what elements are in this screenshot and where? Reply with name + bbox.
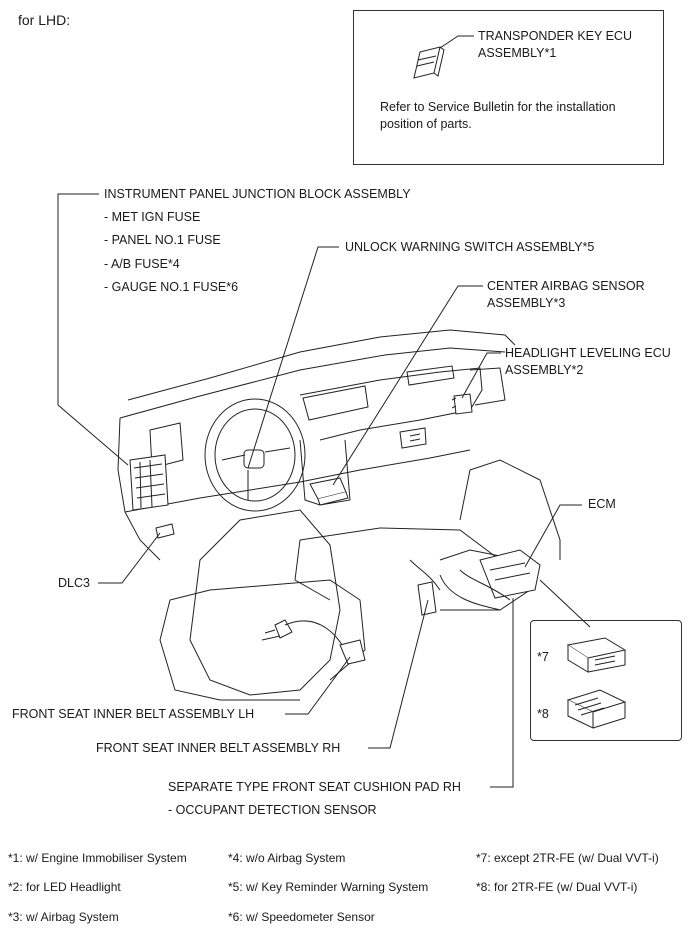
footnote-7: *7: except 2TR-FE (w/ Dual VVT-i)	[476, 851, 659, 865]
dlc3-part	[155, 523, 175, 539]
headlight-ecu-part	[451, 393, 473, 415]
inner-belt-lh-part	[261, 619, 366, 665]
footnote-1: *1: w/ Engine Immobiliser System	[8, 851, 187, 865]
transponder-label-line2: ASSEMBLY*1	[478, 46, 557, 60]
footnote-2: *2: for LED Headlight	[8, 880, 121, 894]
transponder-note-line2: position of parts.	[380, 117, 472, 131]
transponder-info-box	[353, 10, 664, 165]
left-front-seat	[159, 509, 366, 701]
junction-item-2: - PANEL NO.1 FUSE	[104, 233, 221, 247]
transponder-label-line1: TRANSPONDER KEY ECU	[478, 29, 632, 43]
steering-wheel	[204, 398, 306, 512]
headlight-ecu-label-line1: HEADLIGHT LEVELING ECU	[505, 346, 671, 360]
belt-lh-label: FRONT SEAT INNER BELT ASSEMBLY LH	[12, 707, 255, 721]
headlight-ecu-label-line2: ASSEMBLY*2	[505, 363, 584, 377]
right-front-seat	[294, 459, 561, 611]
transponder-ecu-part	[413, 46, 445, 79]
center-airbag-part	[309, 477, 349, 506]
footnote-6: *6: w/ Speedometer Sensor	[228, 910, 375, 924]
belt-rh-label: FRONT SEAT INNER BELT ASSEMBLY RH	[96, 741, 341, 755]
footnote-5: *5: w/ Key Reminder Warning System	[228, 880, 429, 894]
junction-item-4: - GAUGE NO.1 FUSE*6	[104, 280, 239, 294]
footnote-4: *4: w/o Airbag System	[228, 851, 346, 865]
footnote-8: *8: for 2TR-FE (w/ Dual VVT-i)	[476, 880, 638, 894]
center-airbag-label-line2: ASSEMBLY*3	[487, 296, 566, 310]
footnote-3: *3: w/ Airbag System	[8, 910, 119, 924]
junction-item-1: - MET IGN FUSE	[104, 210, 201, 224]
junction-block-title: INSTRUMENT PANEL JUNCTION BLOCK ASSEMBLY	[104, 187, 411, 201]
dashboard-outline	[117, 329, 516, 561]
center-airbag-label-line1: CENTER AIRBAG SENSOR	[487, 279, 645, 293]
ecm-variant-7-label: *7	[537, 650, 549, 664]
ecm-variant-8-part	[566, 689, 627, 729]
occupant-sensor-label: - OCCUPANT DETECTION SENSOR	[168, 803, 377, 817]
ecm-label: ECM	[588, 497, 616, 511]
inner-belt-rh-part	[409, 559, 441, 616]
page-header: for LHD:	[18, 12, 71, 28]
ecm-variant-8-label: *8	[537, 707, 549, 721]
dlc3-label: DLC3	[58, 576, 90, 590]
transponder-note-line1: Refer to Service Bulletin for the instal…	[380, 100, 616, 114]
cushion-pad-label: SEPARATE TYPE FRONT SEAT CUSHION PAD RH	[168, 780, 461, 794]
unlock-warning-label: UNLOCK WARNING SWITCH ASSEMBLY*5	[345, 240, 595, 254]
junction-item-3: - A/B FUSE*4	[104, 257, 180, 271]
junction-block-part	[129, 454, 169, 511]
ecm-variant-7-part	[566, 637, 627, 673]
ecm-floor-part	[439, 549, 541, 611]
